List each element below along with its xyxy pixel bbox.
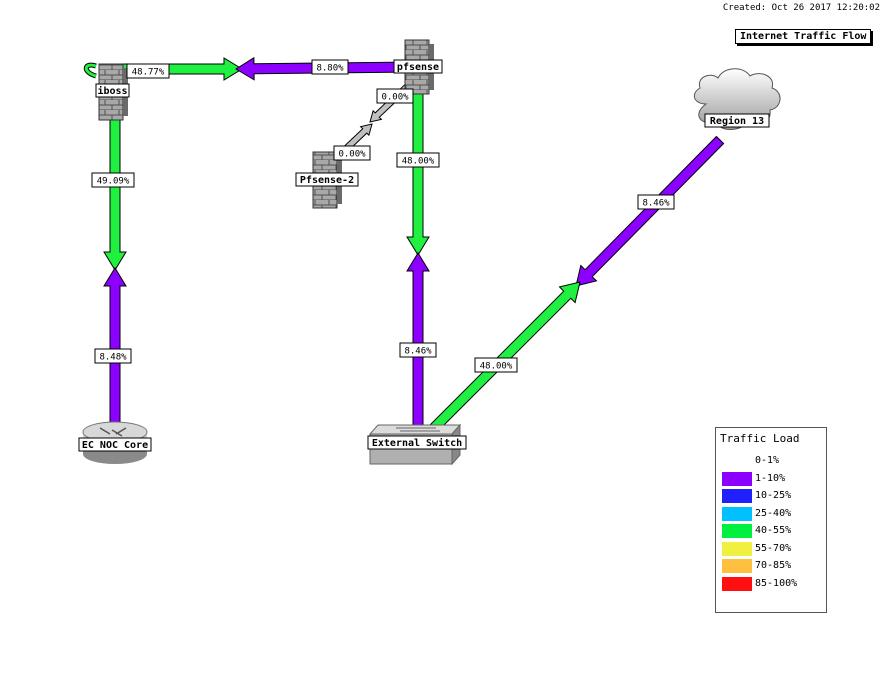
legend-swatch	[722, 524, 752, 538]
svg-text:49.09%: 49.09%	[97, 177, 130, 187]
svg-text:8.48%: 8.48%	[99, 353, 127, 363]
link-arrow-region-down[interactable]	[575, 135, 725, 287]
legend-swatch	[722, 559, 752, 573]
link-label-switch-to-region: 48.00%	[474, 357, 518, 373]
legend-item: 55-70%	[722, 541, 822, 557]
link-label-iboss-out: 48.77%	[126, 63, 170, 79]
svg-text:48.00%: 48.00%	[480, 362, 513, 372]
svg-text:pfsense: pfsense	[397, 62, 439, 73]
legend-swatch	[722, 471, 752, 486]
link-label-pfsense-to-pfsense2: 0.00%	[376, 88, 414, 104]
link-label-pfsense2-to-pfsense: 0.00%	[333, 145, 371, 161]
link-label-iboss-down: 49.09%	[91, 172, 135, 188]
traffic-load-legend: Traffic Load 0-1% 1-10% 10-25% 25-40% 40-55%…	[715, 427, 827, 613]
svg-text:8.46%: 8.46%	[404, 347, 432, 357]
node-label-external-switch: External Switch	[367, 435, 467, 450]
legend-title: Traffic Load	[720, 432, 800, 445]
svg-text:48.00%: 48.00%	[402, 157, 435, 167]
legend-item: 40-55%	[722, 524, 822, 539]
legend-label: 40-55%	[755, 525, 792, 536]
svg-text:0.00%: 0.00%	[338, 150, 366, 160]
legend-label: 25-40%	[755, 507, 792, 519]
legend-label: 1-10%	[755, 472, 786, 484]
svg-text:iboss: iboss	[97, 85, 127, 97]
legend-label: 70-85%	[755, 560, 792, 571]
svg-text:0.00%: 0.00%	[381, 93, 409, 103]
node-label-region13: Region 13	[704, 113, 770, 128]
svg-text:Region 13: Region 13	[710, 115, 764, 127]
map-title: Internet Traffic Flow	[735, 29, 872, 44]
legend-swatch	[722, 506, 752, 521]
legend-label: 10-25%	[755, 490, 792, 501]
legend-label: 55-70%	[755, 542, 792, 554]
svg-text:Pfsense-2: Pfsense-2	[300, 175, 354, 186]
legend-item: 1-10%	[722, 471, 822, 487]
svg-text:48.77%: 48.77%	[132, 68, 165, 78]
link-label-pfsense-down: 48.00%	[396, 152, 440, 168]
created-timestamp: Created: Oct 26 2017 12:20:02	[722, 3, 880, 13]
node-label-pfsense: pfsense	[393, 59, 443, 74]
link-label-noc-up: 8.48%	[94, 348, 132, 364]
link-labels: 48.77% 8.80% 0.00% 0.00% 49.09% 8.48% 48.00% 8.…	[91, 59, 675, 373]
legend-label: 0-1%	[755, 455, 780, 466]
svg-text:External Switch: External Switch	[372, 437, 462, 449]
legend-item: 10-25%	[722, 489, 822, 504]
link-arrow-iboss-down[interactable]	[103, 105, 127, 271]
legend-label: 85-100%	[755, 577, 798, 589]
legend-item: 0-1%	[722, 454, 822, 469]
link-label-pfsense-out: 8.80%	[311, 59, 349, 75]
svg-text:8.46%: 8.46%	[642, 199, 670, 209]
traffic-links	[83, 56, 725, 437]
legend-item: 25-40%	[722, 506, 822, 522]
node-label-pfsense2: Pfsense-2	[295, 172, 359, 187]
legend-swatch	[722, 541, 752, 556]
node-label-ec-noc-core: EC NOC Core	[78, 437, 152, 452]
legend-swatch	[722, 489, 752, 503]
svg-text:EC NOC Core: EC NOC Core	[82, 440, 148, 451]
legend-item: 85-100%	[722, 576, 822, 592]
link-label-switch-up: 8.46%	[399, 342, 437, 358]
legend-swatch	[722, 576, 752, 591]
link-label-region-down: 8.46%	[637, 194, 675, 210]
node-label-iboss: iboss	[95, 83, 130, 98]
svg-text:8.80%: 8.80%	[316, 64, 344, 74]
legend-item: 70-85%	[722, 559, 822, 574]
